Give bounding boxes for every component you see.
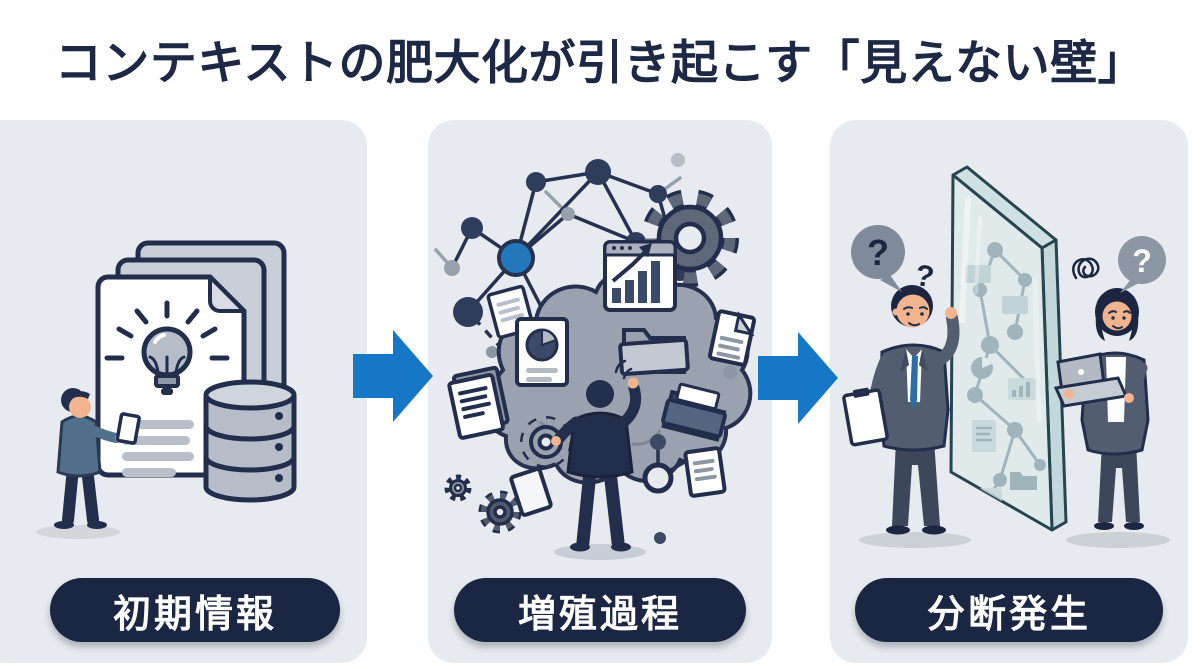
question-bubble: ? <box>851 225 905 292</box>
laptop-icon <box>1053 352 1129 408</box>
pie-chart-document-icon <box>515 317 569 387</box>
illustration-division: ? ? ? <box>842 165 1170 548</box>
stage-label-division: 分断発生 <box>855 578 1163 642</box>
scribble-icon <box>1072 257 1100 280</box>
panel-division: ? ? ? 分断発生 <box>830 120 1188 663</box>
clipboard-icon <box>842 387 889 447</box>
question-mark: ? <box>1132 243 1152 279</box>
database-icon <box>203 379 297 503</box>
small-gear-icon <box>444 416 572 534</box>
illustration-proliferation <box>434 153 757 560</box>
necktie <box>910 356 918 410</box>
browser-chart-icon <box>603 240 677 312</box>
stress-marks-icon <box>614 359 633 380</box>
question-mark: ? <box>913 259 937 295</box>
glass-shine <box>959 197 1042 423</box>
trend-arrow-icon <box>611 249 648 283</box>
question-mark: ? <box>867 232 889 273</box>
overwhelmed-person-figure <box>551 359 646 560</box>
stage-label-text: 増殖過程 <box>517 593 682 636</box>
note-card-icon <box>115 412 141 445</box>
illustration-initial-info <box>36 240 297 539</box>
stage-label-proliferation: 増殖過程 <box>454 578 746 642</box>
flow-arrow-right-icon <box>758 332 838 424</box>
stage-label-text: 初期情報 <box>112 593 277 636</box>
question-bubble: ? <box>1118 236 1166 293</box>
gear-icon <box>641 189 739 287</box>
stage-label-initial-info: 初期情報 <box>50 578 340 642</box>
businessman-figure <box>842 285 960 535</box>
folder-icon <box>618 328 727 442</box>
stage-label-text: 分断発生 <box>926 593 1091 636</box>
mini-network-icon <box>642 365 737 544</box>
glass-wall-icon <box>949 165 1068 532</box>
person-reading-figure <box>36 388 141 539</box>
lightbulb-icon <box>104 300 230 395</box>
panel-initial-info: 初期情報 <box>0 120 367 663</box>
panel-proliferation: 増殖過程 <box>428 120 772 663</box>
page-title: コンテキストの肥大化が引き起こす「見えない壁」 <box>54 36 1146 89</box>
businesswoman-figure <box>1053 288 1150 530</box>
flow-arrow-right-icon <box>353 330 433 422</box>
